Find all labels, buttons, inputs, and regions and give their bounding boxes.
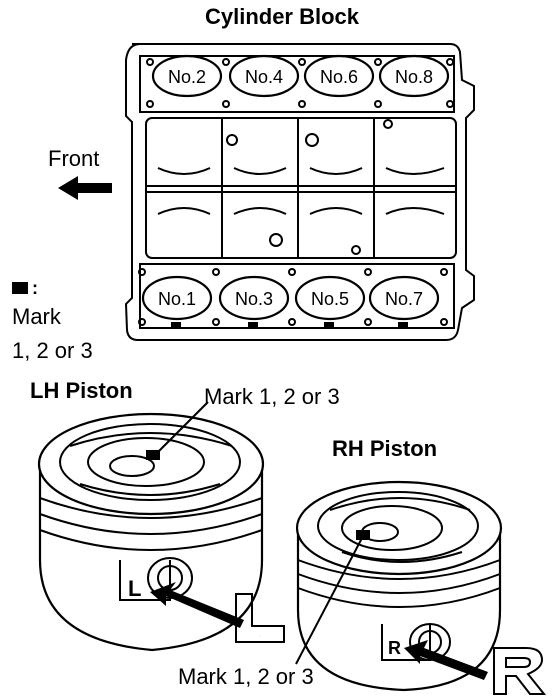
bore-no7 xyxy=(368,275,440,321)
bore-no5 xyxy=(294,275,366,321)
cyl-label-no4: No.4 xyxy=(245,67,283,87)
cyl-label-no2: No.2 xyxy=(168,67,206,87)
cyl-label-no5: No.5 xyxy=(311,289,349,309)
rh-piston: RH Piston R Mark 1, 2 or 3 R xyxy=(178,436,547,695)
legend-colon: : xyxy=(32,278,38,298)
cyl-label-no6: No.6 xyxy=(320,67,358,87)
rh-piston-title: RH Piston xyxy=(332,436,437,461)
lh-engraved-letter: L xyxy=(128,576,141,601)
bottom-cylinder-row: No.1 No.3 No.5 No.7 xyxy=(138,268,448,329)
lh-side-letter-outline xyxy=(235,593,285,643)
rh-side-letter-outline xyxy=(493,647,547,695)
bore-no8 xyxy=(378,54,450,98)
legend-line2: 1, 2 or 3 xyxy=(12,338,93,363)
cylinder-block: Cylinder Block xyxy=(124,4,475,341)
rh-engraved-letter: R xyxy=(388,638,401,658)
arrow-left-icon xyxy=(58,176,112,200)
bore-no2 xyxy=(151,54,223,98)
mark-square-icon xyxy=(12,282,28,294)
lh-mark-label: Mark 1, 2 or 3 xyxy=(204,384,340,409)
mark-square-icon xyxy=(398,322,408,329)
bore-no3 xyxy=(218,275,290,321)
rh-crown-mark-icon xyxy=(356,530,370,540)
block-outline xyxy=(124,43,475,341)
mark-square-icon xyxy=(324,322,334,329)
cyl-label-no3: No.3 xyxy=(235,289,273,309)
cyl-label-no1: No.1 xyxy=(158,289,196,309)
bore-no6 xyxy=(303,54,375,98)
block-title: Cylinder Block xyxy=(205,4,360,29)
front-indicator: Front xyxy=(48,146,112,200)
rh-side-letter: R xyxy=(520,689,521,691)
mark-legend: : Mark 1, 2 or 3 xyxy=(12,278,93,363)
lh-side-arrow-icon xyxy=(150,582,244,628)
mark-square-icon xyxy=(248,322,258,329)
mark-square-icon xyxy=(171,322,181,329)
legend-line1: Mark xyxy=(12,304,62,329)
lh-crown-mark-icon xyxy=(146,450,160,460)
bore-no1 xyxy=(141,275,213,321)
cyl-label-no7: No.7 xyxy=(385,289,423,309)
rh-side-arrow-icon xyxy=(404,640,488,680)
crankcase xyxy=(145,117,457,259)
top-cylinder-row: No.2 No.4 No.6 No.8 xyxy=(146,54,454,108)
lh-piston-title: LH Piston xyxy=(30,378,133,403)
front-label: Front xyxy=(48,146,99,171)
bore-no4 xyxy=(228,54,300,98)
lower-deck xyxy=(139,263,455,329)
cyl-label-no8: No.8 xyxy=(395,67,433,87)
lh-side-letter: L xyxy=(260,635,261,637)
rh-mark-label: Mark 1, 2 or 3 xyxy=(178,664,314,689)
lh-piston: LH Piston L Mark 1, 2 or 3 L xyxy=(30,378,340,652)
